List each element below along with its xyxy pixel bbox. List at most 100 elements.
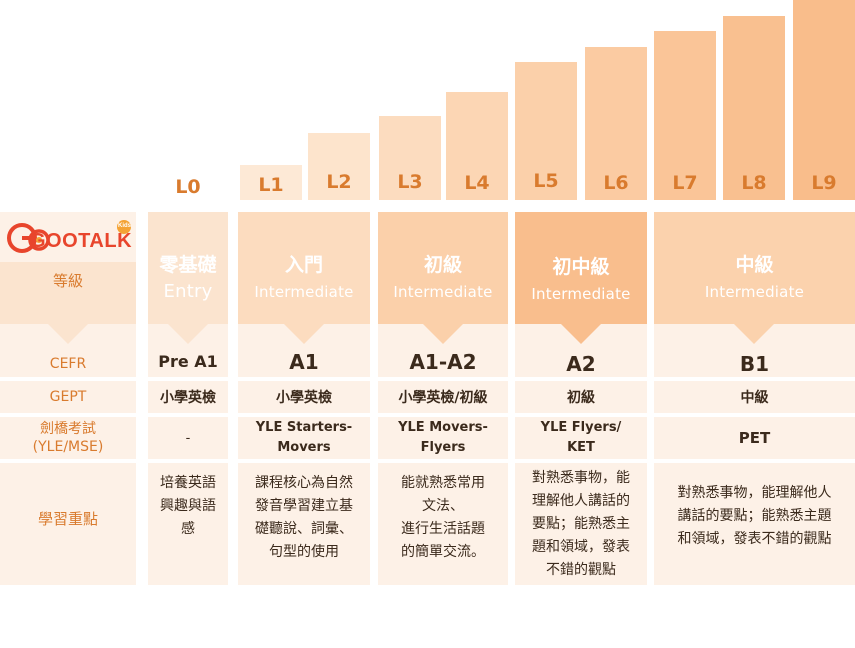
level-label-L0: L0 [175, 176, 201, 198]
logo-text: GOOTALK [30, 230, 133, 252]
level-label-L8: L8 [741, 172, 767, 194]
column-title-0: 零基礎 [159, 254, 217, 276]
header-block-0 [148, 212, 228, 324]
header-arrow-4 [734, 324, 774, 344]
column-subtitle-0: Entry [163, 281, 213, 302]
header-arrow-2 [423, 324, 463, 344]
cambridge-value-2: YLE Movers- Flyers [398, 420, 488, 455]
level-label-L5: L5 [533, 170, 559, 192]
column-header-1: 入門 Intermediate [238, 250, 370, 301]
column-subtitle-4: Intermediate [704, 283, 805, 301]
bar-L8 [723, 16, 785, 200]
focus-line-0-1: 興趣與語 [160, 498, 216, 514]
bar-L7 [654, 31, 716, 200]
column-title-4: 中級 [735, 254, 774, 276]
gept-value-3: 初級 [567, 390, 595, 406]
header-block-1 [238, 212, 370, 324]
focus-line-4-1: 講話的要點；能熟悉主題 [677, 508, 832, 524]
row-label-cambridge-line2: (YLE/MSE) [32, 439, 104, 455]
row-divider-1 [0, 377, 855, 381]
header-block-2 [378, 212, 508, 324]
row-label-cefr: CEFR [49, 355, 87, 372]
header-arrow-0 [168, 324, 208, 344]
cambridge-value-3: YLE Flyers/ KET [540, 420, 622, 455]
bar-L3 [379, 116, 441, 200]
gootalk-logo-mark [7, 220, 131, 253]
cefr-value-2: A1-A2 [409, 349, 477, 374]
logo-badge: Kids [118, 223, 132, 229]
level-label-L1: L1 [258, 174, 284, 196]
level-label-L7: L7 [672, 172, 698, 194]
focus-line-2-3: 的簡單交流。 [401, 544, 485, 560]
column-gap-2 [228, 212, 238, 585]
focus-text-1: 課程核心為自然 發音學習建立基 礎聽說、詞彙、 句型的使用 [238, 472, 370, 564]
cefr-value-3: A2 [566, 351, 596, 376]
row-label-focus: 學習重點 [37, 509, 98, 528]
column-gap-4 [508, 212, 515, 585]
header-arrow-1 [284, 324, 324, 344]
level-label-L6: L6 [603, 172, 629, 194]
focus-line-1-0: 課程核心為自然 [255, 475, 353, 491]
column-gap-1 [136, 212, 148, 585]
cefr-value-0: Pre A1 [158, 352, 218, 371]
grade-header-arrow [48, 324, 88, 344]
column-header-2: 初級 Intermediate [378, 250, 508, 301]
focus-line-4-0: 對熟悉事物，能理解他人 [677, 485, 832, 501]
focus-line-2-1: 文法、 [422, 498, 464, 514]
cefr-value-4: B1 [739, 351, 770, 376]
focus-text-0: 培養英語 興趣與語 感 [148, 472, 228, 541]
focus-text-3: 對熟悉事物，能 理解他人講話的 要點；能熟悉主 題和領域，發表 不錯的觀點 [515, 467, 647, 582]
row-label-grade: 等級 [52, 272, 83, 290]
bar-L5 [515, 62, 577, 200]
bar-L4 [446, 92, 508, 200]
bar-L2 [308, 133, 370, 200]
focus-line-0-2: 感 [181, 521, 195, 537]
row-divider-2 [0, 413, 855, 417]
row-divider-3 [0, 459, 855, 463]
focus-line-1-2: 礎聽說、詞彙、 [255, 521, 353, 537]
focus-line-2-2: 進行生活話題 [401, 521, 485, 537]
focus-line-3-2: 要點；能熟悉主 [532, 516, 630, 532]
column-header-4: 中級 Intermediate [654, 250, 855, 301]
header-block-4 [654, 212, 855, 324]
row-label-cambridge-line1: 劍橋考試 [40, 421, 96, 437]
column-subtitle-1: Intermediate [254, 283, 354, 301]
bar-L9 [793, 0, 855, 200]
focus-line-2-0: 能就熟悉常用 [401, 475, 485, 491]
cambridge-value-1: YLE Starters- Movers [255, 420, 353, 455]
focus-line-3-4: 不錯的觀點 [546, 562, 616, 578]
cefr-value-1: A1 [289, 349, 319, 374]
focus-line-3-3: 題和領域，發表 [532, 539, 630, 555]
focus-line-0-0: 培養英語 [160, 475, 216, 491]
focus-line-4-2: 和領域，發表不錯的觀點 [677, 531, 832, 547]
focus-line-1-1: 發音學習建立基 [255, 498, 353, 514]
level-label-L3: L3 [397, 171, 423, 193]
cambridge-value-4: PET [738, 429, 771, 447]
gept-value-1: 小學英檢 [276, 390, 332, 406]
gept-value-2: 小學英檢/初級 [398, 390, 488, 406]
column-gap-3 [370, 212, 378, 585]
column-subtitle-2: Intermediate [393, 283, 493, 301]
gootalk-logo: GOOTALK Kids [6, 218, 136, 262]
focus-line-3-0: 對熟悉事物，能 [532, 470, 630, 486]
gept-value-0: 小學英檢 [160, 390, 216, 406]
focus-line-1-3: 句型的使用 [269, 544, 339, 560]
level-label-L2: L2 [326, 171, 352, 193]
column-title-1: 入門 [284, 254, 323, 276]
focus-text-2: 能就熟悉常用 文法、 進行生活話題 的簡單交流。 [378, 472, 508, 564]
column-title-3: 初中級 [552, 256, 610, 278]
column-header-0: 零基礎 Entry [148, 250, 228, 302]
row-label-cambridge: 劍橋考試 (YLE/MSE) [0, 417, 136, 459]
header-arrow-3 [561, 324, 601, 344]
row-label-gept: GEPT [49, 389, 87, 405]
bar-L1 [240, 165, 302, 200]
column-gap-5 [647, 212, 654, 585]
bar-L6 [585, 47, 647, 200]
gept-value-4: 中級 [740, 390, 769, 406]
cambridge-value-0: - [185, 430, 191, 446]
column-subtitle-3: Intermediate [531, 285, 631, 303]
grade-header-block [0, 262, 136, 324]
column-title-2: 初級 [423, 254, 462, 276]
focus-text-4: 對熟悉事物，能理解他人 講話的要點；能熟悉主題 和領域，發表不錯的觀點 [654, 482, 855, 551]
column-header-3: 初中級 Intermediate [515, 252, 647, 303]
